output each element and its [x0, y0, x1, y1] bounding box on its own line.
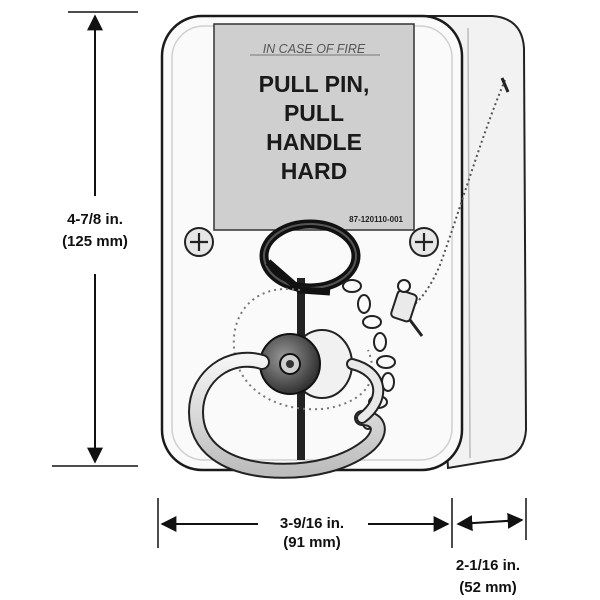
label-line-2: PULL: [284, 100, 344, 126]
depth-inches: 2-1/16 in.: [456, 557, 520, 574]
handle-hub: [259, 329, 353, 399]
label-line-3: HANDLE: [266, 129, 362, 155]
depth-millimeters: (52 mm): [459, 579, 517, 596]
screw-left-icon: [184, 227, 214, 257]
height-inches: 4-7/8 in.: [67, 211, 123, 228]
label-part-number: 87-120110-001: [349, 215, 403, 224]
pull-handle: [187, 351, 386, 479]
label-line-4: HARD: [281, 158, 347, 184]
bead-chain: [232, 77, 510, 411]
width-millimeters: (91 mm): [283, 534, 341, 551]
label-line-1: PULL PIN,: [259, 71, 370, 97]
label-heading: IN CASE OF FIRE: [263, 42, 366, 56]
instruction-label: IN CASE OF FIRE PULL PIN, PULL HANDLE HA…: [213, 23, 415, 231]
screw-right-icon: [409, 227, 439, 257]
height-dimension: 4-7/8 in. (125 mm): [52, 11, 138, 467]
label-plate: [213, 23, 415, 231]
depth-dimension: 2-1/16 in. (52 mm): [456, 498, 527, 596]
safety-pin: [390, 279, 424, 337]
height-millimeters: (125 mm): [62, 233, 128, 250]
width-dimension: 3-9/16 in. (91 mm): [157, 498, 453, 551]
width-inches: 3-9/16 in.: [280, 515, 344, 532]
